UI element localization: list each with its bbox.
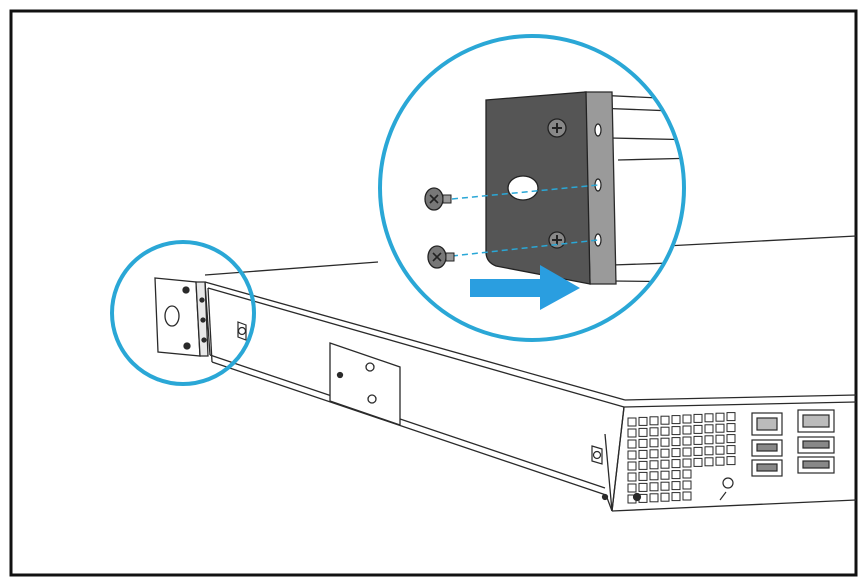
arrow-right-icon bbox=[470, 265, 580, 310]
vent-hole bbox=[638, 438, 648, 448]
rear-ports bbox=[632, 409, 835, 502]
vent-hole bbox=[627, 439, 637, 449]
vent-hole bbox=[627, 428, 637, 438]
bracket-slot bbox=[507, 175, 539, 201]
vent-hole bbox=[726, 412, 736, 422]
front-corner-screw-icon bbox=[591, 445, 609, 501]
vent-hole bbox=[649, 416, 659, 426]
chassis-screw-icon bbox=[237, 321, 247, 341]
vent-hole bbox=[715, 456, 725, 466]
vent-hole bbox=[671, 415, 681, 425]
vent-hole bbox=[704, 446, 714, 456]
vent-hole bbox=[682, 469, 692, 479]
bracket-screw-icon bbox=[547, 118, 567, 138]
vent-hole bbox=[682, 414, 692, 424]
vent-hole bbox=[660, 459, 670, 469]
vent-hole bbox=[693, 435, 703, 445]
screw-icon bbox=[427, 245, 455, 269]
vent-hole bbox=[638, 471, 648, 481]
vent-hole bbox=[726, 456, 736, 466]
vent-hole bbox=[682, 491, 692, 501]
vent-hole bbox=[704, 435, 714, 445]
vent-hole bbox=[660, 437, 670, 447]
large-callout bbox=[378, 34, 686, 342]
vent-hole bbox=[726, 445, 736, 455]
vent-hole bbox=[682, 480, 692, 490]
vent-hole bbox=[715, 445, 725, 455]
vent-hole bbox=[704, 457, 714, 467]
vent-hole bbox=[693, 457, 703, 467]
vent-hole bbox=[726, 423, 736, 433]
vent-hole bbox=[649, 438, 659, 448]
vent-hole bbox=[671, 470, 681, 480]
vent-hole bbox=[704, 413, 714, 423]
vent-hole bbox=[649, 471, 659, 481]
vent-hole bbox=[715, 412, 725, 422]
screw-icon bbox=[424, 187, 452, 211]
vent-hole bbox=[660, 481, 670, 491]
vent-hole bbox=[671, 437, 681, 447]
vent-hole bbox=[682, 447, 692, 457]
vent-hole bbox=[638, 460, 648, 470]
side-plate bbox=[329, 342, 401, 426]
vent-hole bbox=[682, 436, 692, 446]
vent-hole bbox=[671, 426, 681, 436]
vent-hole bbox=[671, 492, 681, 502]
vent-hole bbox=[649, 460, 659, 470]
vent-hole bbox=[627, 483, 637, 493]
vent-hole bbox=[660, 448, 670, 458]
vent-hole bbox=[638, 482, 648, 492]
vent-hole bbox=[671, 448, 681, 458]
vent-hole bbox=[671, 459, 681, 469]
vent-hole bbox=[693, 446, 703, 456]
vent-hole bbox=[649, 449, 659, 459]
vent-hole bbox=[638, 416, 648, 426]
vent-hole bbox=[638, 449, 648, 459]
vent-hole bbox=[715, 423, 725, 433]
vent-hole bbox=[671, 481, 681, 491]
vent-hole bbox=[627, 450, 637, 460]
vent-hole bbox=[660, 470, 670, 480]
screw-guide-lines bbox=[451, 184, 599, 257]
vent-hole bbox=[649, 493, 659, 503]
vent-hole bbox=[660, 492, 670, 502]
vent-hole bbox=[627, 461, 637, 471]
vent-hole bbox=[649, 427, 659, 437]
bracket-lower-screw-icon bbox=[548, 231, 566, 249]
vent-hole bbox=[660, 426, 670, 436]
vent-hole bbox=[649, 482, 659, 492]
vent-hole bbox=[627, 417, 637, 427]
vent-hole bbox=[638, 427, 648, 437]
vent-hole bbox=[682, 425, 692, 435]
vent-hole bbox=[726, 434, 736, 444]
installed-bracket bbox=[154, 277, 209, 357]
small-callout-circle bbox=[110, 240, 256, 386]
vent-hole bbox=[693, 424, 703, 434]
vent-hole bbox=[627, 472, 637, 482]
vent-hole bbox=[693, 413, 703, 423]
vent-hole bbox=[715, 434, 725, 444]
vent-hole bbox=[704, 424, 714, 434]
vent-hole bbox=[660, 415, 670, 425]
vent-hole bbox=[682, 458, 692, 468]
large-callout-circle bbox=[378, 34, 686, 342]
